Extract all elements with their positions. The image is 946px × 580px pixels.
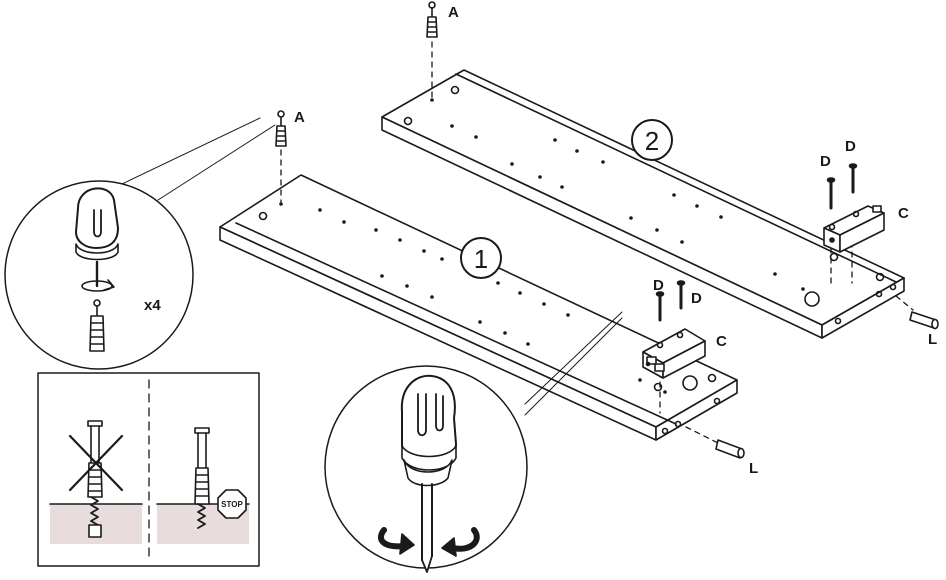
dowel-a-top [426, 1, 438, 38]
screw-d-upper-left [826, 177, 836, 210]
label-a-left: A [294, 109, 305, 126]
label-d-upper-left: D [820, 153, 831, 170]
label-a-top: A [448, 4, 459, 21]
stop-sign-text: STOP [221, 500, 243, 509]
screw-d-lower-left [655, 291, 665, 322]
screw-d-lower-right [676, 280, 686, 310]
count-label: x4 [144, 297, 161, 314]
dowel-incorrect [68, 420, 124, 538]
board-1-holes [279, 202, 667, 394]
callout-line [157, 124, 276, 201]
board-2-holes [430, 98, 805, 291]
dowel-correct [194, 427, 247, 529]
bracket-c-lower [642, 328, 706, 379]
board-1: 1 [219, 174, 738, 441]
label-l-lower: L [749, 460, 758, 477]
pin-l-upper [909, 311, 939, 330]
callout-line [121, 117, 261, 185]
bracket-c-upper [823, 205, 885, 253]
board-1-number: 1 [474, 244, 488, 274]
label-l-upper: L [928, 331, 937, 348]
label-d-lower-left: D [653, 277, 664, 294]
callout-line [524, 317, 623, 416]
label-d-lower-right: D [691, 290, 702, 307]
pin-l-lower [715, 439, 745, 459]
board-2: 2 [381, 69, 905, 339]
label-d-upper-right: D [845, 138, 856, 155]
detail-box-dowel-depth: STOP [37, 372, 260, 567]
callout-line [524, 311, 623, 405]
detail-circle-dowel [4, 180, 194, 370]
label-c-upper: C [898, 205, 909, 222]
screw-d-upper-right [848, 163, 858, 194]
dowel-a-left [275, 110, 287, 147]
detail-circle-screwdriver [324, 365, 528, 573]
board-2-number: 2 [645, 126, 659, 156]
label-c-lower: C [716, 333, 727, 350]
guide-lines [280, 41, 914, 444]
